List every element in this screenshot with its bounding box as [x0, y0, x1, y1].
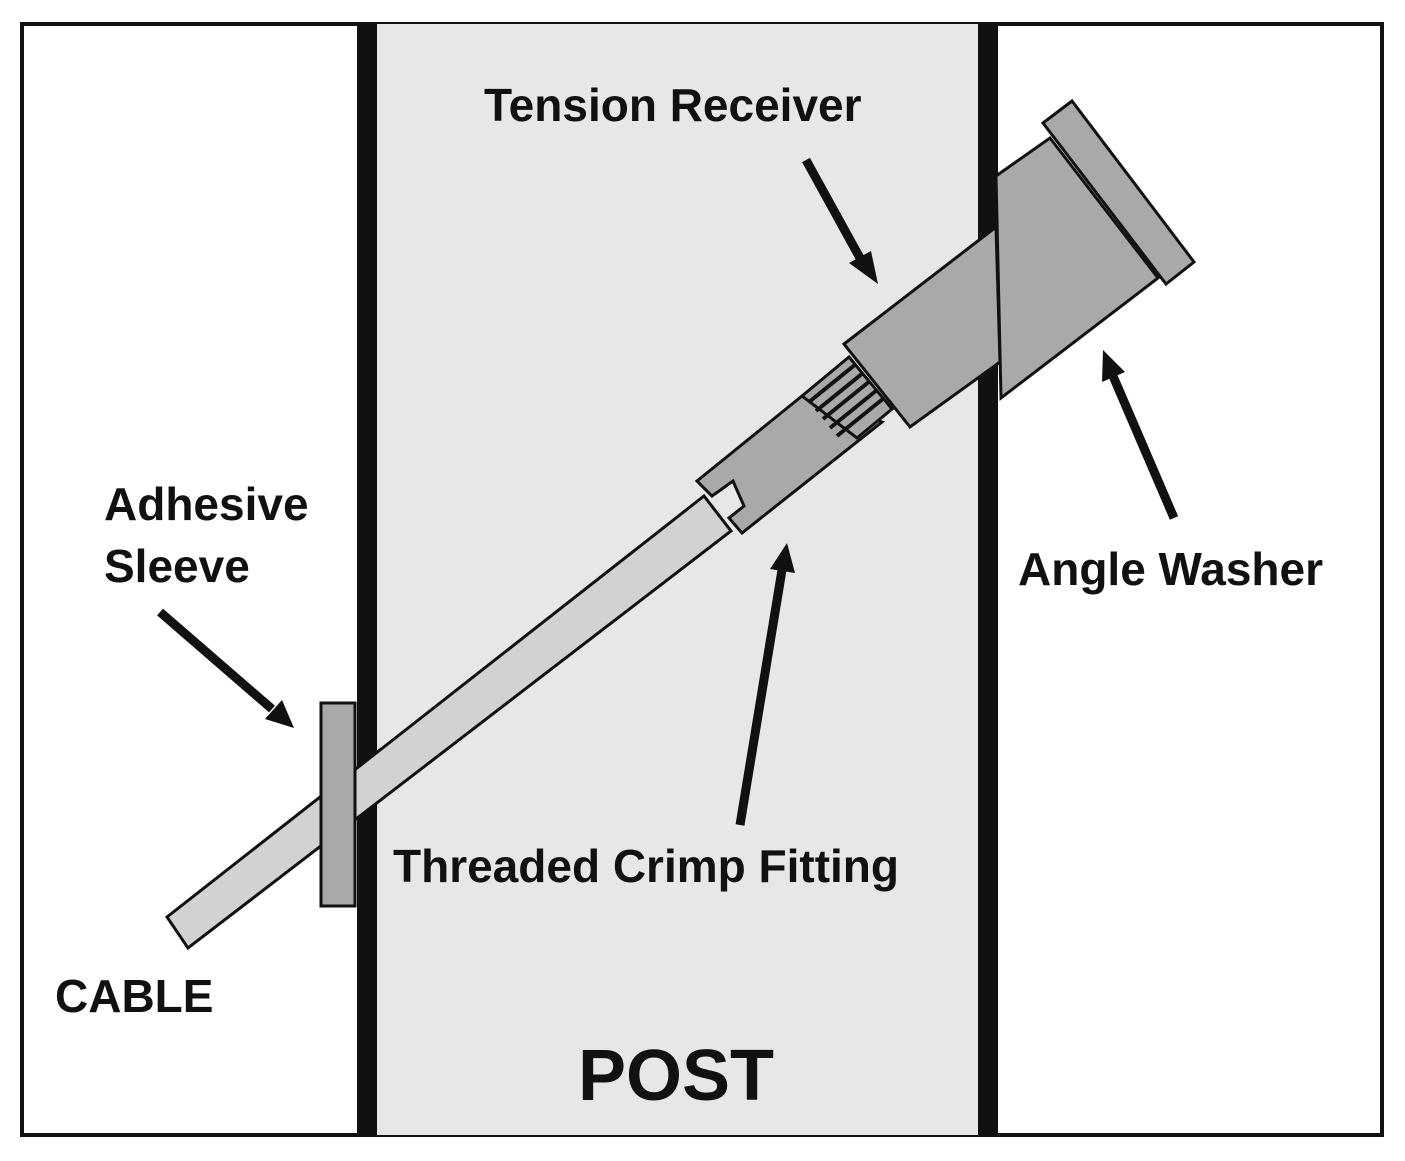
label-cable: CABLE: [55, 970, 214, 1022]
label-threaded-crimp-fitting: Threaded Crimp Fitting: [393, 840, 899, 892]
post-left-wall: [357, 24, 377, 1135]
label-post: POST: [578, 1036, 775, 1116]
post-body: [367, 24, 988, 1135]
angle-washer: [994, 135, 1161, 401]
label-tension-receiver: Tension Receiver: [484, 79, 862, 131]
label-angle-washer: Angle Washer: [1018, 543, 1324, 595]
arrow-adhesive-sleeve: [157, 608, 294, 728]
arrow-angle-washer: [1102, 350, 1179, 520]
label-adhesive-sleeve-line1: Adhesive: [104, 478, 309, 530]
adhesive-sleeve: [319, 701, 357, 908]
cable: [164, 493, 734, 951]
arrow-threaded-crimp-fitting: [735, 543, 795, 826]
label-adhesive-sleeve-line2: Sleeve: [104, 540, 250, 592]
thread-lines: [807, 362, 886, 438]
angle-washer-plate: [1040, 98, 1197, 287]
arrow-tension-receiver: [802, 157, 878, 284]
